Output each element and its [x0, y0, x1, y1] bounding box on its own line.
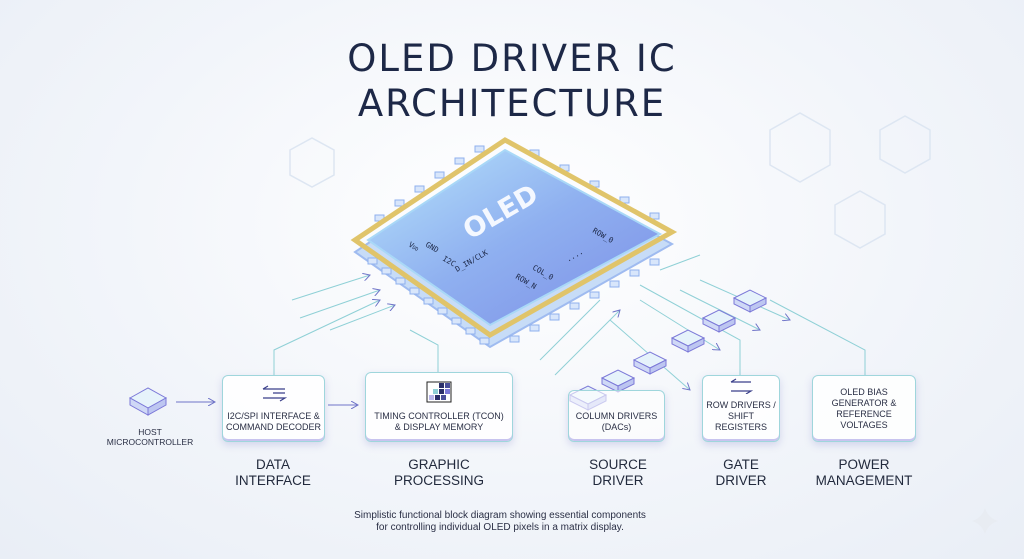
flow-arrows	[176, 402, 358, 405]
driver-cube-icon	[632, 351, 668, 375]
connection-lines	[273, 254, 866, 390]
caption-line: Simplistic functional block diagram show…	[354, 510, 646, 521]
block-text: COMMAND DECODER	[225, 422, 321, 432]
driver-cube-icon	[600, 369, 636, 393]
block-text: REFERENCE VOLTAGES	[836, 408, 892, 430]
diagram-caption: Simplistic functional block diagram show…	[320, 510, 680, 534]
host-label: HOST MICROCONTROLLER	[100, 427, 200, 447]
graphic-processing-block: TIMING CONTROLLER (TCON) & DISPLAY MEMOR…	[365, 372, 513, 442]
chip-pins	[367, 145, 660, 345]
power-management-block: OLED BIAS GENERATOR & REFERENCE VOLTAGES	[812, 375, 916, 442]
caption-line: for controlling individual OLED pixels i…	[376, 522, 624, 533]
host-label-line: MICROCONTROLLER	[106, 437, 194, 447]
diagram-title: OLED DRIVER IC ARCHITECTURE	[0, 36, 1024, 126]
driver-cube-icon	[732, 289, 768, 313]
hexagon-decoration	[289, 112, 931, 249]
block-text: I2C/SPI INTERFACE &	[227, 411, 320, 421]
pin-vdd: VDD	[407, 240, 421, 253]
block-text: & DISPLAY MEMORY	[394, 422, 484, 432]
pixel-matrix-icon	[426, 381, 452, 403]
oled-chip: OLED VDD GND I2C D_IN/CLK COL_0 ROW_N RO…	[350, 137, 678, 349]
driver-cube-icon	[670, 329, 706, 353]
data-interface-block: I2C/SPI INTERFACE & COMMAND DECODER	[222, 375, 325, 442]
driver-cube-icon	[701, 309, 737, 333]
sparkle-icon	[972, 508, 998, 534]
host-cube-icon	[128, 387, 168, 416]
bidirectional-arrows-icon	[262, 385, 287, 402]
block-text: SHIFT REGISTERS	[714, 411, 767, 432]
block-text: TIMING CONTROLLER (TCON)	[374, 411, 504, 421]
source-driver-block: COLUMN DRIVERS (DACs)	[568, 390, 665, 442]
block-text: ROW DRIVERS /	[706, 400, 776, 410]
block-text: OLED BIAS	[840, 386, 888, 397]
title-line-2: ARCHITECTURE	[357, 82, 667, 125]
block-text: (DACs)	[601, 422, 632, 432]
block-text: GENERATOR &	[831, 397, 897, 408]
host-label-line: HOST	[138, 427, 162, 437]
bidirectional-arrows-icon	[730, 378, 754, 394]
gate-driver-block: ROW DRIVERS / SHIFT REGISTERS	[702, 375, 780, 442]
block-text: COLUMN DRIVERS	[575, 411, 658, 421]
title-line-1: OLED DRIVER IC	[347, 37, 677, 80]
